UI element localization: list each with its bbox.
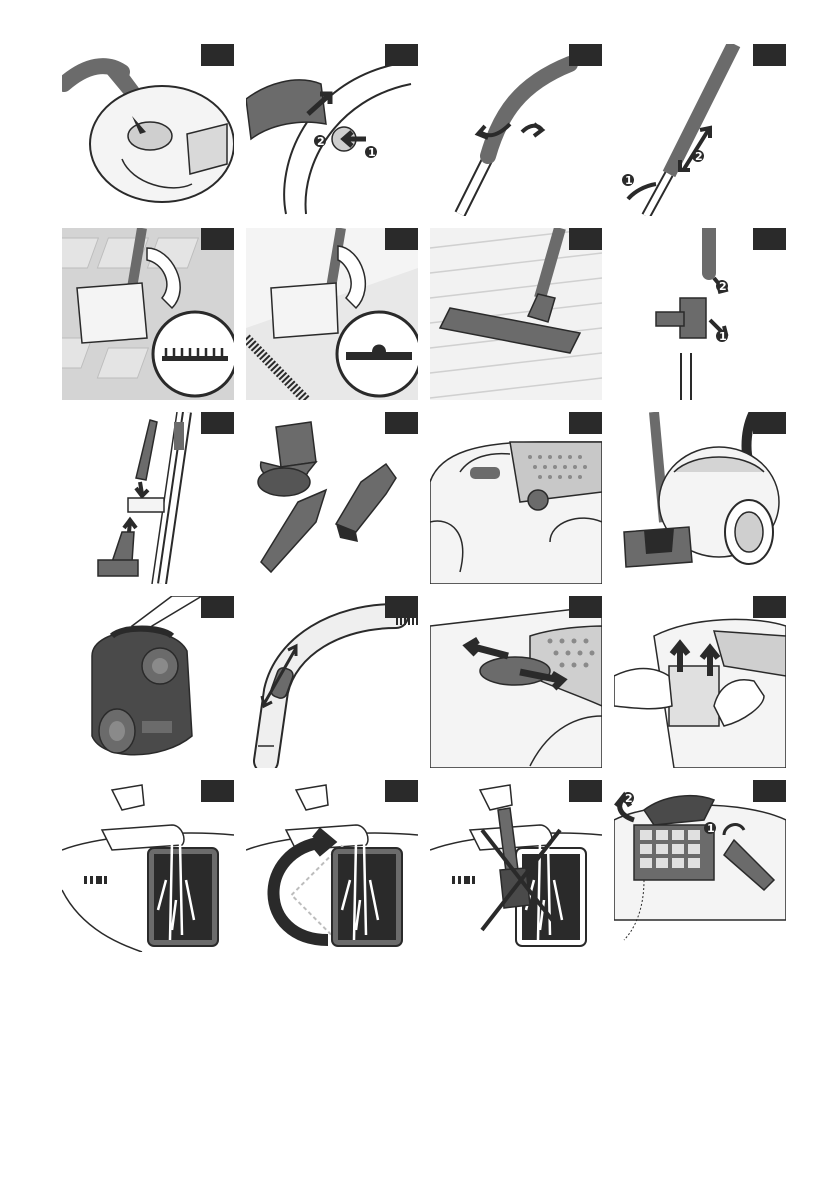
step-badge (569, 780, 602, 802)
step-badge (385, 44, 418, 66)
step-number-1: 1 (625, 174, 633, 187)
parquet-nozzle-icon (430, 228, 602, 400)
panel-power-slider (430, 596, 602, 768)
panel-no-brush (430, 780, 602, 952)
accessory-clip-icon (62, 412, 234, 584)
panel-accessories (246, 412, 418, 584)
power-button-icon (430, 412, 602, 584)
tube-twist-icon (430, 44, 602, 216)
hose-release-icon: 1 2 (246, 44, 418, 216)
panel-accessory-clip (62, 412, 234, 584)
step-badge (385, 412, 418, 434)
filter-rinse-rotate-icon (246, 780, 418, 952)
step-badge (753, 412, 786, 434)
step-number-2: 2 (719, 280, 727, 293)
nozzle-hard-floor-icon (62, 228, 234, 400)
step-badge (569, 44, 602, 66)
panel-telescopic-tube: 1 2 (614, 44, 786, 216)
step-badge (201, 596, 234, 618)
step-badge (201, 412, 234, 434)
panel-power-button (430, 412, 602, 584)
step-badge (569, 412, 602, 434)
panel-hose-release: 1 2 (246, 44, 418, 216)
step-badge (753, 44, 786, 66)
panel-nozzle-hard-floor (62, 228, 234, 400)
panel-carry-handle (62, 596, 234, 768)
filter-rinse-icon (62, 780, 234, 952)
panel-filter-rinse-rotate (246, 780, 418, 952)
accessory-mount-icon: 1 2 (614, 228, 786, 400)
panel-hose-connect (62, 44, 234, 216)
step-number-2: 2 (695, 150, 703, 163)
step-badge (201, 44, 234, 66)
step-number-2: 2 (625, 792, 633, 805)
panel-airflow-slider (246, 596, 418, 768)
filter-reinsert-icon: 1 2 (614, 780, 786, 952)
step-number-1: 1 (707, 822, 715, 835)
step-number-1: 1 (368, 146, 376, 159)
panel-tube-twist (430, 44, 602, 216)
no-brush-icon (430, 780, 602, 952)
panel-parking-position (614, 412, 786, 584)
step-badge (385, 780, 418, 802)
step-badge (569, 228, 602, 250)
step-badge (753, 596, 786, 618)
step-badge (385, 596, 418, 618)
carry-handle-icon (62, 596, 234, 768)
step-badge (201, 780, 234, 802)
nozzle-carpet-icon (246, 228, 418, 400)
telescopic-tube-icon: 1 2 (614, 44, 786, 216)
airflow-slider-icon (246, 596, 418, 768)
panel-filter-rinse (62, 780, 234, 952)
step-badge (753, 228, 786, 250)
panel-nozzle-carpet (246, 228, 418, 400)
parking-position-icon (614, 412, 786, 584)
step-badge (753, 780, 786, 802)
step-number-2: 2 (317, 135, 325, 148)
panel-filter-remove (614, 596, 786, 768)
filter-remove-icon (614, 596, 786, 768)
accessories-icon (246, 412, 418, 584)
step-badge (569, 596, 602, 618)
hose-connect-icon (62, 44, 234, 216)
panel-filter-reinsert: 1 2 (614, 780, 786, 952)
step-badge (201, 228, 234, 250)
step-number-1: 1 (719, 330, 727, 343)
power-slider-icon (430, 596, 602, 768)
panel-accessory-mount: 1 2 (614, 228, 786, 400)
panel-parquet-nozzle (430, 228, 602, 400)
step-badge (385, 228, 418, 250)
